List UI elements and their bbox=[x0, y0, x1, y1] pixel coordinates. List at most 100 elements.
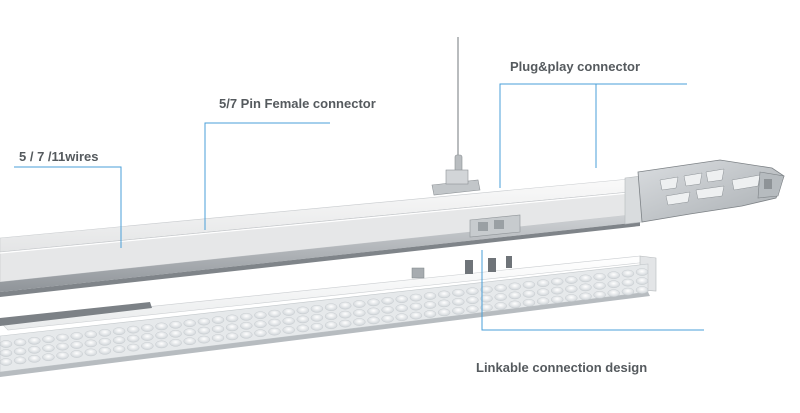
led-lens bbox=[381, 314, 394, 323]
led-lens bbox=[197, 317, 211, 326]
leader-line-wires bbox=[14, 166, 122, 248]
led-lens bbox=[607, 271, 620, 280]
led-lens bbox=[522, 298, 536, 307]
led-lens bbox=[423, 301, 437, 309]
led-lens bbox=[522, 289, 536, 298]
led-lens bbox=[98, 346, 112, 355]
led-lens bbox=[169, 329, 182, 338]
led-lens bbox=[565, 285, 578, 293]
led-lens bbox=[56, 351, 69, 360]
led-lens bbox=[211, 316, 225, 324]
led-lens bbox=[84, 348, 98, 357]
led-lens bbox=[494, 302, 507, 310]
led-lens bbox=[70, 350, 83, 358]
led-lens bbox=[225, 314, 239, 323]
led-lens bbox=[339, 310, 352, 319]
led-lens bbox=[466, 287, 479, 296]
led-lens bbox=[395, 313, 408, 322]
led-lens bbox=[296, 306, 309, 315]
led-lens bbox=[141, 324, 154, 332]
led-lens bbox=[466, 305, 479, 314]
led-lens bbox=[112, 327, 126, 336]
led-lens bbox=[367, 298, 380, 307]
led-lens bbox=[579, 274, 592, 283]
led-lens bbox=[621, 287, 635, 296]
led-lens bbox=[240, 330, 253, 339]
led-lens bbox=[452, 306, 465, 315]
led-lens bbox=[621, 269, 635, 278]
led-lens bbox=[13, 347, 27, 356]
suspension-hanger bbox=[431, 37, 481, 196]
led-lens bbox=[155, 322, 168, 331]
led-lens bbox=[112, 336, 126, 345]
led-lens bbox=[13, 338, 27, 347]
led-lens bbox=[522, 280, 536, 289]
led-lens bbox=[551, 286, 564, 295]
led-lens bbox=[339, 301, 352, 310]
led-lens bbox=[494, 284, 507, 292]
led-lens bbox=[56, 342, 69, 351]
led-lens bbox=[183, 319, 196, 328]
leader-lines bbox=[14, 83, 704, 331]
led-lens bbox=[155, 331, 168, 340]
led-lens bbox=[579, 283, 592, 292]
label-pin-connector: 5/7 Pin Female connector bbox=[219, 96, 376, 111]
led-lens bbox=[225, 332, 239, 341]
led-lens bbox=[70, 341, 83, 349]
led-lens bbox=[42, 353, 55, 362]
led-lens bbox=[28, 354, 41, 363]
led-lens bbox=[197, 326, 211, 335]
led-lens bbox=[310, 313, 324, 322]
led-lens bbox=[395, 295, 408, 304]
led-lens bbox=[254, 329, 267, 338]
led-lens bbox=[268, 318, 281, 327]
led-lens bbox=[42, 344, 55, 353]
led-lens bbox=[466, 296, 479, 305]
led-lens bbox=[593, 281, 606, 290]
led-lens bbox=[296, 324, 309, 333]
led-lens bbox=[494, 293, 507, 301]
led-lens bbox=[0, 340, 13, 348]
led-lens bbox=[141, 333, 154, 341]
led-lens bbox=[565, 276, 578, 284]
led-lens bbox=[480, 285, 493, 294]
led-lens bbox=[84, 339, 98, 348]
led-lens bbox=[480, 303, 493, 312]
led-lens bbox=[353, 300, 366, 308]
led-lens bbox=[395, 304, 408, 313]
led-lens bbox=[324, 312, 338, 321]
led-lens bbox=[70, 332, 83, 340]
led-lens bbox=[508, 282, 521, 291]
led-lens bbox=[635, 268, 649, 276]
led-lens bbox=[367, 316, 380, 325]
led-lens bbox=[296, 315, 309, 324]
led-lens bbox=[197, 335, 211, 344]
led-lens bbox=[452, 288, 465, 297]
led-lens bbox=[508, 291, 521, 300]
led-lens bbox=[28, 336, 41, 345]
led-lens bbox=[409, 311, 423, 320]
label-plug-connector: Plug&play connector bbox=[510, 59, 641, 74]
led-lens bbox=[28, 345, 41, 354]
label-wires: 5 / 7 /11wires bbox=[19, 149, 99, 164]
led-lens bbox=[381, 305, 394, 314]
led-lens bbox=[324, 321, 338, 330]
led-lens bbox=[126, 325, 140, 334]
led-lens bbox=[310, 304, 324, 313]
led-lens bbox=[607, 280, 620, 289]
led-lens bbox=[254, 311, 267, 320]
led-lens bbox=[339, 319, 352, 328]
led-lens bbox=[268, 327, 281, 336]
led-lens bbox=[607, 289, 620, 298]
led-lens bbox=[225, 323, 239, 332]
led-lens bbox=[565, 294, 578, 302]
plug-play-connector bbox=[637, 159, 785, 223]
led-lens bbox=[508, 300, 521, 309]
led-lens bbox=[282, 326, 295, 334]
led-lens bbox=[621, 278, 635, 287]
led-lens bbox=[536, 279, 550, 288]
led-lens bbox=[240, 312, 253, 321]
led-lens bbox=[169, 338, 182, 347]
led-lens bbox=[56, 333, 69, 342]
